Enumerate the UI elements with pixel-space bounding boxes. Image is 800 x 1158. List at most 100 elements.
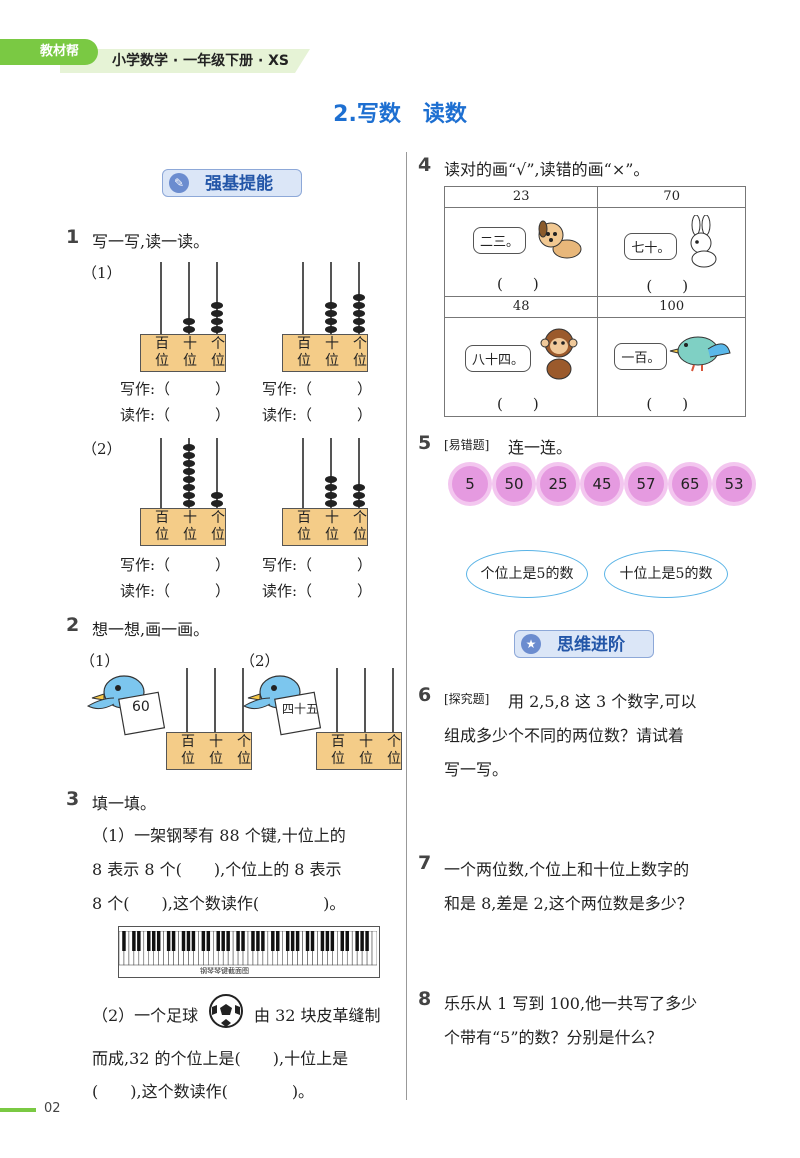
question-number: 5 [418,432,432,454]
piano-black-key [251,931,255,951]
place-label: 十 位 [209,734,223,767]
piano-black-key [365,931,369,951]
q4-cell: 70 七十。 ( ) [597,186,746,297]
place-label: 个 位 [211,510,225,543]
abacus-bead [183,444,195,451]
rabbit-icon [690,215,717,268]
abacus-bead [183,484,195,491]
place-label: 百 位 [297,510,311,543]
write-answer-field[interactable]: 写作:（ ） [262,380,373,398]
abacus-rod [358,438,360,508]
number-flower[interactable]: 45 [584,466,620,502]
piano-black-key [295,931,300,951]
subquestion-label: （2） [82,440,122,458]
header-bar [60,49,310,73]
write-answer-field[interactable]: 写作:（ ） [262,556,373,574]
question-text: 读对的画“√”,读错的画“×”。 [444,160,650,179]
write-answer-field[interactable]: 写作:（ ） [120,380,231,398]
question-number: 2 [66,614,80,636]
abacus-rod [216,438,218,508]
number-flower[interactable]: 53 [716,466,752,502]
abacus-bead [325,484,337,491]
abacus-bead [325,476,337,483]
answer-blank[interactable]: ( ) [497,395,539,413]
abacus-bead [211,326,223,333]
speech-bubble: 二三。 [473,227,527,254]
speech-bubble: 八十四。 [465,345,532,372]
text-line: 和是 8,差是 2,这个两位数是多少？ [444,894,693,913]
place-label: 百 位 [155,336,169,369]
read-answer-field[interactable]: 读作:（ ） [262,406,373,424]
text-line: 而成,32 的个位上是( ),十位上是 [92,1049,349,1068]
match-target[interactable]: 十位上是5的数 [604,550,728,598]
abacus-base: 百 位十 位个 位 [282,334,368,372]
text-line: 乐乐从 1 写到 100,他一共写了多少 [444,994,698,1013]
piano-black-key [206,931,211,951]
abacus-rod [336,668,338,732]
abacus-bead [353,302,365,309]
piano-black-key [137,931,141,951]
number-card: 四十五 [282,702,319,716]
abacus-rod [302,438,304,508]
section-banner-label: 思维进阶 [557,635,625,655]
abacus-bead [183,326,195,333]
question-number: 8 [418,988,432,1010]
abacus-bead [183,492,195,499]
number-flower[interactable]: 50 [496,466,532,502]
monkey-icon [540,328,578,380]
write-answer-field[interactable]: 写作:（ ） [120,556,231,574]
abacus-bead [353,294,365,301]
number-flower[interactable]: 57 [628,466,664,502]
abacus-base: 百 位十 位个 位 [166,732,252,770]
abacus-rod [188,262,190,334]
place-label: 个 位 [237,734,251,767]
abacus-base: 百 位十 位个 位 [316,732,402,770]
number-flower[interactable]: 65 [672,466,708,502]
read-answer-field[interactable]: 读作:（ ） [262,582,373,600]
text-line: 写一写。 [444,760,509,779]
section-banner-label: 强基提能 [205,174,273,194]
question-text: 想一想,画一画。 [92,620,210,639]
place-label: 个 位 [353,510,367,543]
text-line: 组成多少个不同的两位数？请试着 [444,726,685,745]
question-number: 7 [418,852,432,874]
abacus-rod [302,262,304,334]
abacus-bead [183,500,195,507]
cell-number: 23 [445,187,598,208]
abacus-rod [330,262,332,334]
abacus-bead [353,326,365,333]
answer-blank[interactable]: ( ) [646,277,689,295]
number-flower[interactable]: 5 [452,466,488,502]
piano-keyboard-illustration [118,926,380,978]
abacus-bead [325,318,337,325]
piano-black-key [305,931,310,951]
piano-black-key [151,931,156,951]
abacus-bead [353,500,365,507]
piano-black-key [221,931,225,951]
read-answer-field[interactable]: 读作:（ ） [120,406,231,424]
answer-blank[interactable]: ( ) [497,275,539,293]
question-tag: [易错题] [444,438,490,452]
piano-black-key [325,931,330,951]
read-answer-field[interactable]: 读作:（ ） [120,582,231,600]
abacus-bead [211,492,223,499]
abacus-base: 百 位十 位个 位 [140,334,226,372]
abacus-bead [325,492,337,499]
piano-black-key [310,931,315,951]
dog-icon [538,220,582,259]
piano-black-key [345,931,349,951]
abacus-base: 百 位十 位个 位 [282,508,368,546]
question-number: 6 [418,684,432,706]
number-card: 60 [132,699,150,715]
page-number: 02 [44,1101,61,1116]
answer-blank[interactable]: ( ) [646,395,689,413]
place-label: 个 位 [211,336,225,369]
place-label: 百 位 [297,336,311,369]
abacus-rod [214,668,216,732]
header-title: 小学数学 · 一年级下册 · XS [112,53,290,69]
match-target[interactable]: 个位上是5的数 [466,550,588,598]
number-flower[interactable]: 25 [540,466,576,502]
piano-black-key [171,931,176,951]
question-text: 填一填。 [92,794,157,813]
cell-number: 70 [598,187,745,208]
